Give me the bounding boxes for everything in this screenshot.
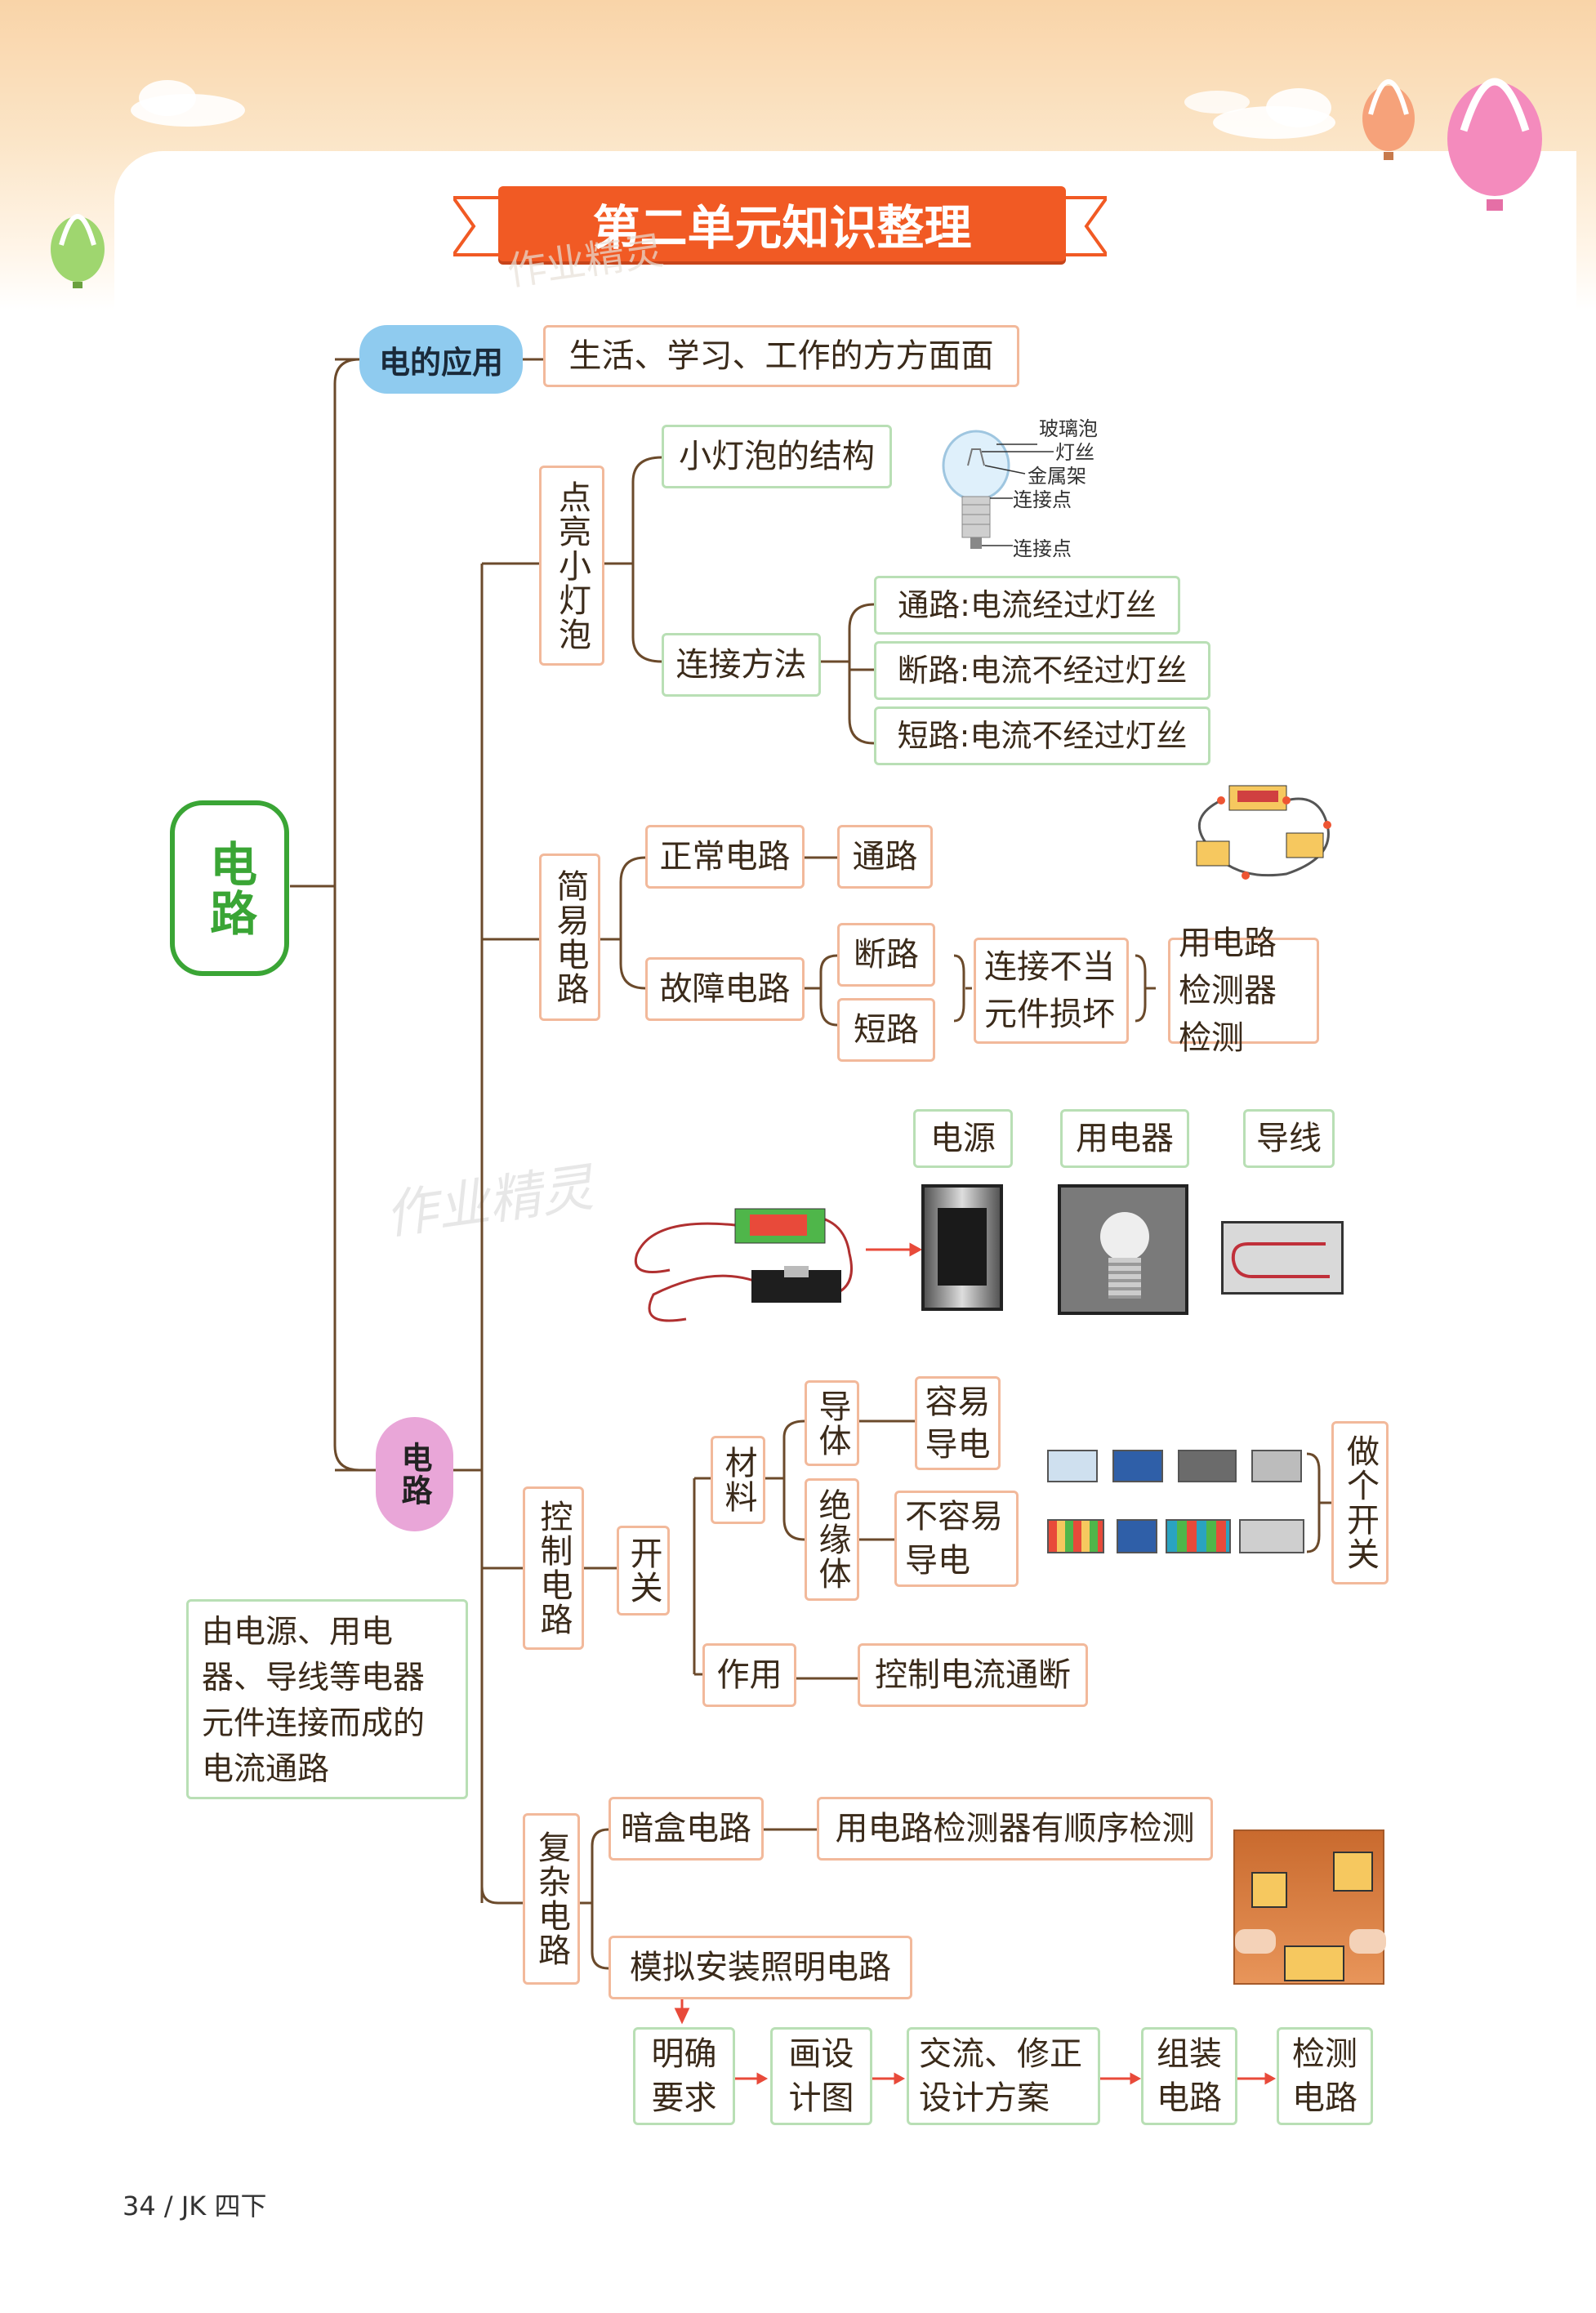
function-label: 作用 [702, 1643, 796, 1707]
simulate-lighting: 模拟安装照明电路 [609, 1936, 912, 1999]
circuit-photo [629, 1197, 866, 1335]
component-power: 电源 [913, 1109, 1013, 1168]
app-pill: 电的应用 [359, 325, 523, 394]
insulator-desc: 不容易导电 [894, 1491, 1019, 1587]
fault-short: 短路 [837, 998, 935, 1062]
state-open-circuit: 通路:电流经过灯丝 [874, 576, 1180, 635]
blackbox-photo [1233, 1829, 1384, 1985]
step-design: 画设计图 [770, 2027, 872, 2125]
circuit-definition: 由电源、用电器、导线等电器元件连接而成的电流通路 [186, 1599, 468, 1799]
bulb-photo [1058, 1184, 1188, 1315]
conductor-label: 导体 [805, 1380, 859, 1466]
blackbox-desc: 用电路检测器有顺序检测 [817, 1797, 1213, 1861]
page-footer: 34 / JK 四下 [123, 2186, 266, 2223]
component-appliance: 用电器 [1060, 1109, 1189, 1168]
switch-label: 开关 [617, 1526, 670, 1616]
normal-circuit: 正常电路 [645, 825, 805, 889]
component-wire: 导线 [1243, 1109, 1335, 1168]
fault-circuit: 故障电路 [645, 957, 805, 1021]
normal-result: 通路 [837, 825, 933, 889]
wire-photo [1221, 1221, 1344, 1295]
step-assemble: 组装电路 [1141, 2027, 1237, 2125]
bulb-part-contact: 连接点 [1013, 533, 1072, 561]
step-requirements: 明确要求 [633, 2027, 735, 2125]
insulator-label: 绝缘体 [805, 1478, 859, 1601]
complex-circuit-label: 复杂电路 [523, 1813, 580, 1985]
connect-method: 连接方法 [662, 633, 821, 697]
circuit-pill: 电路 [376, 1417, 453, 1531]
simple-circuit-label: 简易电路 [539, 853, 600, 1021]
conductor-desc: 容易导电 [915, 1376, 1001, 1470]
insulator-images [1047, 1519, 1308, 1560]
conductor-images [1047, 1450, 1308, 1491]
fault-broken: 断路 [837, 923, 935, 987]
root-node: 电路 [170, 800, 289, 976]
blackbox-circuit: 暗盒电路 [609, 1797, 764, 1861]
bulb-structure: 小灯泡的结构 [662, 425, 892, 488]
step-revise: 交流、修正设计方案 [907, 2027, 1100, 2125]
simple-circuit-image [1180, 768, 1344, 898]
fault-causes: 连接不当元件损坏 [974, 938, 1129, 1044]
make-switch: 做个开关 [1331, 1421, 1389, 1584]
app-desc: 生活、学习、工作的方方面面 [543, 325, 1019, 387]
control-circuit-label: 控制电路 [523, 1486, 584, 1650]
light-bulb-label: 点亮小灯泡 [539, 466, 604, 666]
material-label: 材料 [711, 1436, 765, 1524]
battery-photo [921, 1184, 1003, 1311]
function-desc: 控制电流通断 [858, 1643, 1088, 1707]
bulb-part-contact: 连接点 [1013, 484, 1072, 512]
state-broken-circuit: 断路:电流不经过灯丝 [874, 641, 1210, 700]
detect-method: 用电路检测器检测 [1168, 938, 1319, 1044]
state-short-circuit: 短路:电流不经过灯丝 [874, 706, 1210, 765]
step-test: 检测电路 [1277, 2027, 1373, 2125]
